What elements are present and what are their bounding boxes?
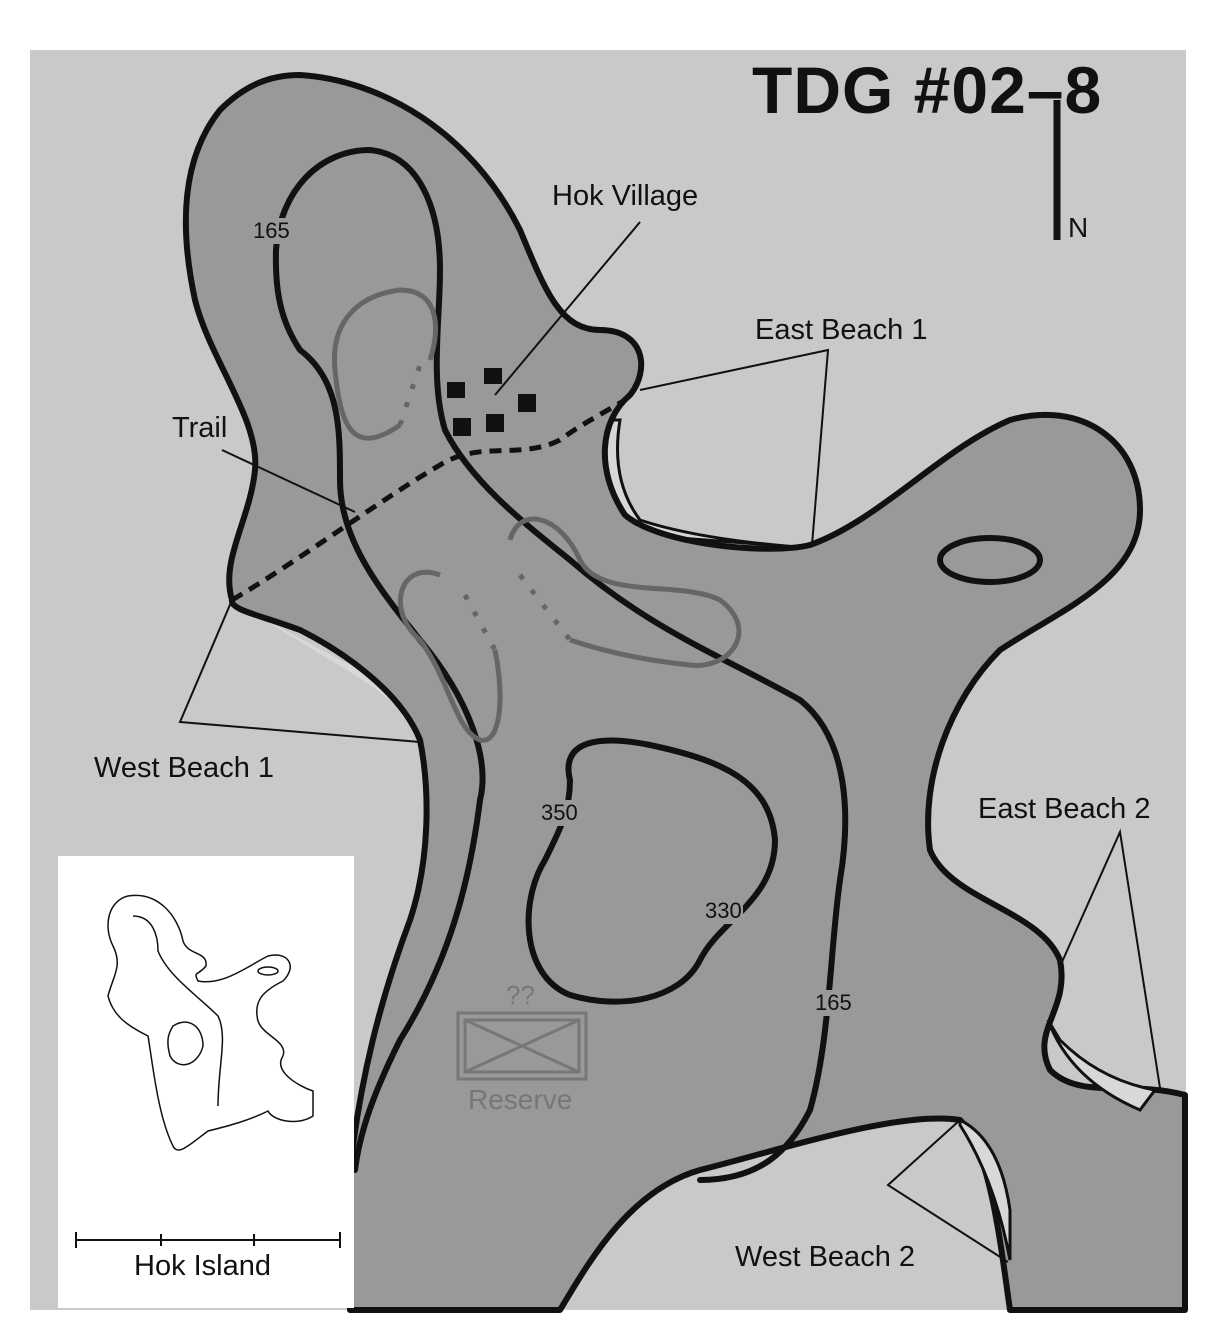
inset-island-outline <box>75 894 341 1248</box>
label-west-beach-1: West Beach 1 <box>94 752 275 784</box>
reserve-strength: ?? <box>506 980 535 1010</box>
reserve-unit-symbol <box>456 1011 588 1081</box>
label-east-beach-2: East Beach 2 <box>978 793 1151 825</box>
ridge-contour-dotted <box>397 364 572 652</box>
ridge-contour-north <box>331 287 438 441</box>
north-label: N <box>1068 212 1089 243</box>
west-beach-2-sand <box>958 1117 1012 1261</box>
contour-label-165-north: 165 <box>252 218 291 244</box>
reserve-label: Reserve <box>468 1084 573 1115</box>
leader-west-beach-2 <box>886 1119 1009 1263</box>
leader-hok-village <box>494 221 641 396</box>
east-beach-2-sand <box>1046 1019 1158 1112</box>
leader-east-beach-1 <box>639 348 830 546</box>
contour-label-165-east: 165 <box>814 990 853 1016</box>
leader-east-beach-2 <box>1061 828 1161 1089</box>
label-hok-village: Hok Village <box>552 180 699 212</box>
hok-village-huts <box>447 368 536 436</box>
ridge-contour-middle <box>507 516 742 668</box>
contour-350 <box>525 737 779 1005</box>
contour-hilltop-east <box>937 535 1043 585</box>
label-east-beach-1: East Beach 1 <box>755 314 928 346</box>
contour-label-330: 330 <box>704 898 743 924</box>
label-trail: Trail <box>172 412 228 444</box>
map-title: TDG #02–8 <box>752 53 1103 127</box>
ridge-contour-south <box>397 570 503 743</box>
leader-trail <box>221 449 356 513</box>
leader-west-beach-1 <box>178 599 421 743</box>
contour-165-north <box>273 146 849 1183</box>
label-west-beach-2: West Beach 2 <box>735 1241 916 1273</box>
contour-label-350: 350 <box>540 800 579 826</box>
inset-caption: Hok Island <box>134 1250 272 1282</box>
inset-map: Hok Island <box>58 856 354 1308</box>
